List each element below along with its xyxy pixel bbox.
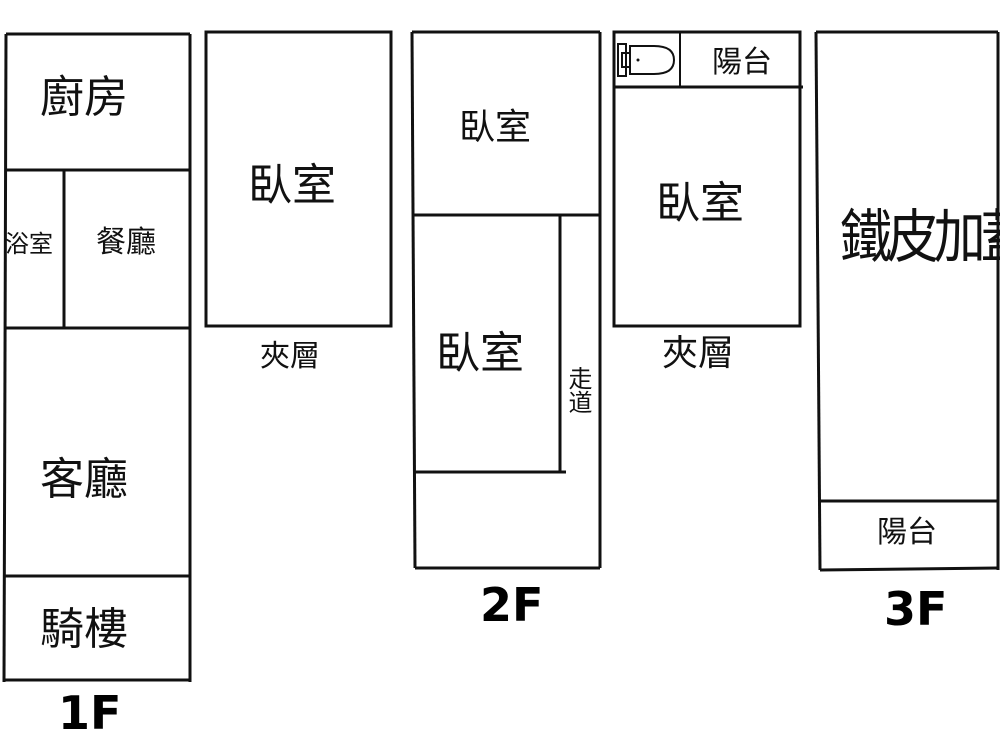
floor-3f-walls: [814, 30, 1000, 572]
room-label-living: 客廳: [40, 454, 128, 505]
floor-1f-walls: [2, 32, 192, 683]
floor-label-1f: 1F: [58, 686, 122, 740]
room-label-mezzanine-1-bedroom: 臥室: [248, 160, 336, 211]
room-label-3f-balcony: 陽台: [877, 515, 937, 550]
room-label-2f-corridor: 走道: [564, 366, 592, 414]
room-label-arcade: 騎樓: [40, 604, 128, 655]
room-label-dining: 餐廳: [96, 225, 156, 260]
room-label-bathroom: 浴室: [5, 230, 53, 258]
floor-label-2f: 2F: [480, 578, 544, 632]
room-label-3f-tin-roof: 鐵皮加蓋: [840, 203, 1000, 271]
room-label-2f-bedroom-main: 臥室: [436, 328, 524, 379]
toilet-icon: [617, 43, 676, 77]
floor-2f-walls: [410, 30, 602, 570]
mezzanine-2-label: 夾層: [662, 333, 735, 374]
room-label-kitchen: 廚房: [40, 72, 128, 123]
mezzanine-1-walls: [204, 30, 393, 328]
floor-label-3f: 3F: [884, 582, 948, 636]
mezzanine-2-walls: [612, 30, 803, 328]
room-label-mezzanine-2-bedroom: 臥室: [656, 178, 744, 229]
room-label-mezzanine-2-balcony: 陽台: [712, 45, 772, 80]
mezzanine-1-label: 夾層: [260, 339, 320, 374]
room-label-2f-bedroom-top: 臥室: [459, 107, 532, 148]
